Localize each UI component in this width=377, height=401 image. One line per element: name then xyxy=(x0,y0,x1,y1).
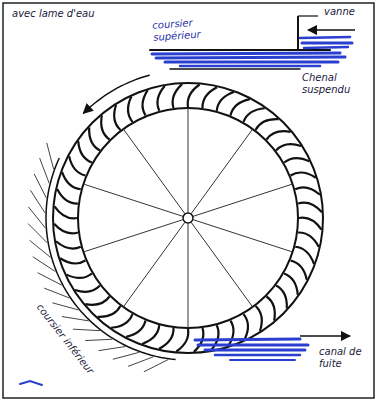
part-label: Chenal suspendu xyxy=(300,72,364,95)
wheel-bucket xyxy=(266,131,290,139)
wheel-spoke xyxy=(83,220,183,252)
wall-hatch xyxy=(113,352,139,359)
wheel-rim xyxy=(53,83,323,353)
outflow-arrow xyxy=(300,335,350,337)
wall-hatch xyxy=(30,240,51,257)
wall-hatch xyxy=(73,329,100,331)
wheel-bucket xyxy=(85,296,109,304)
wheel-bucket xyxy=(284,274,298,295)
wheel-spoke xyxy=(193,184,293,216)
wall-hatch xyxy=(62,317,89,321)
frame xyxy=(3,3,374,398)
wheel-bucket xyxy=(56,241,81,248)
wheel-bucket xyxy=(111,314,132,328)
wheel-spoke xyxy=(83,184,183,216)
wheel-bucket xyxy=(57,189,78,204)
wheel-bucket xyxy=(114,105,120,130)
wheel-bucket xyxy=(188,85,200,107)
wheel-bucket xyxy=(298,232,319,247)
wall-hatch xyxy=(128,357,153,367)
wheel-bucket xyxy=(159,328,174,349)
wheel-bucket xyxy=(256,119,279,130)
wheel-bucket xyxy=(228,321,233,346)
wheel-bucket xyxy=(69,156,85,175)
wheel-rim xyxy=(78,108,298,328)
wheel-bucket xyxy=(89,127,100,150)
note-label: avec lame d'eau xyxy=(10,8,97,20)
wheel-hub xyxy=(183,213,193,223)
wheel-spoke xyxy=(188,223,189,328)
wheel-bucket xyxy=(295,247,314,264)
wheel-spoke xyxy=(191,222,253,307)
wheel-bucket xyxy=(128,97,132,122)
wall-hatch xyxy=(38,273,62,285)
wheel-bucket xyxy=(97,306,120,317)
wheel-spoke xyxy=(191,129,253,214)
wheel xyxy=(53,83,323,353)
wheel-bucket xyxy=(230,99,249,115)
rotation-arrow xyxy=(83,75,149,113)
wheel-spoke xyxy=(123,222,185,307)
wheel-bucket xyxy=(142,325,159,344)
wheel-bucket xyxy=(298,203,322,213)
sluice-gate xyxy=(297,16,299,50)
wall-hatch xyxy=(40,158,50,183)
part-label: coursier inférieur xyxy=(33,300,97,378)
wheel-bucket xyxy=(78,141,92,162)
upper-channel xyxy=(150,37,352,69)
wheel-bucket xyxy=(295,187,320,194)
wheel-bucket xyxy=(299,218,321,230)
wheel-spoke xyxy=(193,220,293,252)
sluice-gate xyxy=(298,15,318,16)
wall-hatch xyxy=(52,303,78,310)
wheel-bucket xyxy=(54,224,78,234)
part-label: canal de fuite xyxy=(317,346,373,369)
wall-hatch xyxy=(99,347,126,351)
wall-hatch xyxy=(33,257,56,272)
wheel-bucket xyxy=(75,286,100,292)
wheel-bucket xyxy=(291,173,316,178)
wheel-bucket xyxy=(276,144,301,150)
wheel-bucket xyxy=(67,274,92,278)
wheel-bucket xyxy=(126,321,145,337)
wheel-bucket xyxy=(244,314,248,339)
wheel-bucket xyxy=(284,158,309,162)
wheel-bucket xyxy=(101,115,109,139)
wheel-bucket xyxy=(217,92,234,111)
wheel-bucket xyxy=(62,172,81,189)
wall-hatch xyxy=(44,288,69,298)
wheel-spoke xyxy=(188,108,189,213)
wheel-bucket xyxy=(202,87,217,108)
wheel-spoke xyxy=(123,129,185,214)
wall-hatch xyxy=(30,190,45,213)
wheel-bucket xyxy=(176,329,188,351)
wheel-bucket xyxy=(256,306,262,331)
wheel-bucket xyxy=(157,86,164,111)
wall-hatch xyxy=(47,143,54,169)
inflow-arrow xyxy=(308,29,355,31)
wheel-bucket xyxy=(173,84,183,108)
part-label: vanne xyxy=(322,6,357,18)
wheel-bucket xyxy=(143,90,148,115)
wall-hatching xyxy=(28,143,176,372)
part-label: coursier supérieur xyxy=(150,15,225,43)
wheel-bucket xyxy=(244,108,265,122)
wheel-bucket xyxy=(60,258,85,263)
wall-hatch xyxy=(85,339,112,340)
wheel-bucket xyxy=(266,296,274,320)
wheel-bucket xyxy=(291,260,307,279)
wheel-bucket xyxy=(276,286,287,309)
wheel-bucket xyxy=(55,206,77,218)
wall-hatch xyxy=(144,360,168,372)
wall-hatch xyxy=(34,174,46,198)
